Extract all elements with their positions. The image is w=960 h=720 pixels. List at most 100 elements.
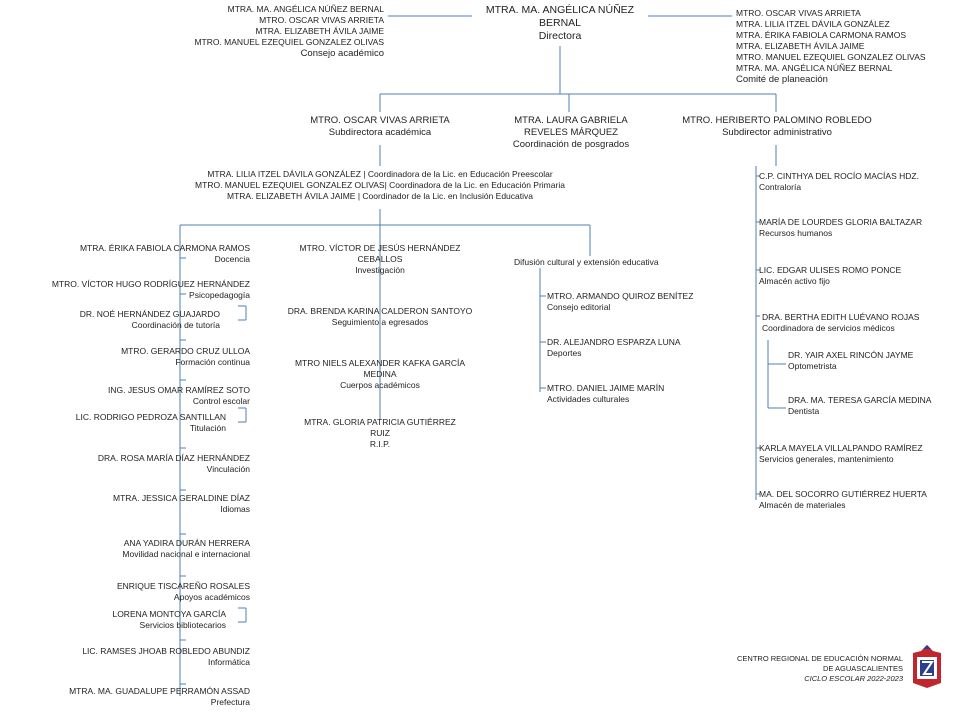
difusion-item-role: Consejo editorial: [547, 302, 611, 312]
left-item-name: MTRO. GERARDO CRUZ ULLOA: [121, 346, 250, 356]
consejo-member-3: MTRA. ELIZABETH ÁVILA JAIME: [255, 26, 384, 36]
left-item-role: Coordinación de tutoría: [131, 320, 220, 330]
admin-item-role: Recursos humanos: [759, 228, 833, 238]
admin-item-role: Optometrista: [788, 361, 837, 371]
left-item-name: DRA. ROSA MARÍA DÍAZ HERNÁNDEZ: [97, 453, 250, 463]
difusion-title: Difusión cultural y extensión educativa: [514, 257, 659, 267]
subacad-title: Subdirectora académica: [328, 127, 432, 138]
left-item: MTRA. JESSICA GERALDINE DÍAZ Idiomas: [30, 493, 250, 515]
comite-title: Comité de planeación: [736, 74, 828, 85]
mid-item-role: R.I.P.: [369, 439, 391, 449]
left-item: ENRIQUE TISCAREÑO ROSALES Apoyos académi…: [30, 581, 250, 603]
admin-item: MA. DEL SOCORRO GUTIÉRREZ HUERTA Almacén…: [759, 489, 954, 511]
mid-item-name: MTRO. VÍCTOR DE JESÚS HERNÁNDEZ: [299, 243, 461, 253]
coordinadora-inclusion: MTRA. ELIZABETH ÁVILA JAIME | Coordinado…: [227, 191, 533, 201]
mid-item-name-cont: MEDINA: [363, 369, 397, 379]
left-item-name: LIC. RAMSES JHOAB ROBLEDO ABUNDIZ: [82, 646, 250, 656]
admin-item-name: C.P. CINTHYA DEL ROCÍO MACÍAS HDZ.: [759, 171, 919, 181]
left-item-role: Apoyos académicos: [173, 592, 250, 602]
admin-item-role: Contraloría: [759, 182, 802, 192]
left-item-role: Formación continua: [175, 357, 250, 367]
comite-member-1: MTRO. OSCAR VIVAS ARRIETA: [736, 8, 861, 18]
left-item-role: Movilidad nacional e internacional: [122, 549, 250, 559]
mid-item-name-cont: RUIZ: [370, 428, 390, 438]
admin-item: DRA. MA. TERESA GARCÍA MEDINA Dentista: [788, 395, 953, 417]
left-item-role: Idiomas: [220, 504, 250, 514]
left-item-role: Psicopedagogía: [189, 290, 250, 300]
admin-item: LIC. EDGAR ULISES ROMO PONCE Almacén act…: [759, 265, 949, 287]
mid-item-role: Cuerpos académicos: [340, 380, 420, 390]
comite-member-2: MTRA. LILIA ITZEL DÁVILA GONZÁLEZ: [736, 19, 890, 29]
footer-line-2: DE AGUASCALIENTES: [822, 664, 903, 673]
left-item: LORENA MONTOYA GARCÍA Servicios bibliote…: [30, 609, 226, 631]
footer-school-year: CICLO ESCOLAR 2022-2023: [804, 674, 903, 683]
admin-item: DR. YAIR AXEL RINCÓN JAYME Optometrista: [788, 350, 953, 372]
difusion-item: DR. ALEJANDRO ESPARZA LUNA Deportes: [547, 337, 727, 359]
left-item-name: ANA YADIRA DURÁN HERRERA: [123, 538, 250, 548]
left-item-name: MTRO. VÍCTOR HUGO RODRÍGUEZ HERNÁNDEZ: [51, 279, 250, 289]
difusion-item-name: DR. ALEJANDRO ESPARZA LUNA: [547, 337, 681, 347]
left-item-role: Docencia: [214, 254, 250, 264]
coordinadora-preescolar: MTRA. LILIA ITZEL DÁVILA GONZÁLEZ | Coor…: [207, 169, 553, 179]
admin-item-role: Coordinadora de servicios médicos: [762, 323, 895, 333]
left-item: ING. JESUS OMAR RAMÍREZ SOTO Control esc…: [30, 385, 250, 407]
left-item-role: Servicios bibliotecarios: [139, 620, 226, 630]
director-name-1: MTRA. MA. ANGÉLICA NÚÑEZ: [485, 4, 635, 16]
mid-item-name: DRA. BRENDA KARINA CALDERON SANTOYO: [287, 306, 473, 316]
posgrados-title: Coordinación de posgrados: [512, 139, 630, 150]
left-item-role: Prefectura: [210, 697, 250, 707]
difusion-item-name: MTRO. DANIEL JAIME MARÍN: [547, 383, 665, 393]
mid-item-name-cont: CEBALLOS: [357, 254, 403, 264]
subacad-name: MTRO. OSCAR VIVAS ARRIETA: [310, 115, 450, 126]
posgrados-name-2: REVELES MÁRQUEZ: [524, 127, 618, 138]
difusion-item-role: Deportes: [547, 348, 582, 358]
left-item-name: MTRA. MA. GUADALUPE PERRAMÓN ASSAD: [69, 686, 250, 696]
left-item: LIC. RODRIGO PEDROZA SANTILLAN Titulació…: [30, 412, 226, 434]
left-item: LIC. RAMSES JHOAB ROBLEDO ABUNDIZ Inform…: [30, 646, 250, 668]
institution-shield-icon: [913, 645, 941, 688]
left-item-role: Control escolar: [192, 396, 250, 406]
comite-member-3: MTRA. ÉRIKA FABIOLA CARMONA RAMOS: [736, 30, 907, 40]
admin-item: DRA. BERTHA EDITH LUÉVANO ROJAS Coordina…: [762, 312, 952, 334]
left-item: DR. NOÉ HERNÁNDEZ GUAJARDO Coordinación …: [30, 309, 220, 331]
left-item-name: LIC. RODRIGO PEDROZA SANTILLAN: [75, 412, 226, 422]
posgrados-name-1: MTRA. LAURA GABRIELA: [514, 115, 628, 126]
consejo-title: Consejo académico: [300, 48, 384, 59]
difusion-item: MTRO. DANIEL JAIME MARÍN Actividades cul…: [547, 383, 727, 405]
admin-item: C.P. CINTHYA DEL ROCÍO MACÍAS HDZ. Contr…: [759, 171, 949, 193]
comite-member-6: MTRA. MA. ANGÉLICA NÚÑEZ BERNAL: [736, 63, 893, 73]
comite-member-4: MTRA. ELIZABETH ÁVILA JAIME: [736, 41, 865, 51]
left-item-name: ING. JESUS OMAR RAMÍREZ SOTO: [108, 385, 250, 395]
admin-item-name: LIC. EDGAR ULISES ROMO PONCE: [759, 265, 902, 275]
subdireccion-administrativa-node: MTRO. HERIBERTO PALOMINO ROBLEDO Subdire…: [670, 115, 884, 139]
left-item-role: Titulación: [189, 423, 226, 433]
admin-item-name: DRA. MA. TERESA GARCÍA MEDINA: [788, 395, 932, 405]
admin-item: MARÍA DE LOURDES GLORIA BALTAZAR Recurso…: [759, 217, 949, 239]
footer-line-1: CENTRO REGIONAL DE EDUCACIÓN NORMAL: [737, 654, 903, 663]
mid-item-role: Seguimiento a egresados: [331, 317, 429, 327]
admin-item-role: Servicios generales, mantenimiento: [759, 454, 894, 464]
subadmin-name: MTRO. HERIBERTO PALOMINO ROBLEDO: [682, 115, 872, 126]
left-item-name: DR. NOÉ HERNÁNDEZ GUAJARDO: [79, 309, 220, 319]
left-item: ANA YADIRA DURÁN HERRERA Movilidad nacio…: [30, 538, 250, 560]
director-title: Directora: [538, 30, 582, 42]
admin-item-name: MARÍA DE LOURDES GLORIA BALTAZAR: [759, 217, 923, 227]
consejo-member-4: MTRO. MANUEL EZEQUIEL GONZALEZ OLIVAS: [194, 37, 384, 47]
left-item: MTRO. VÍCTOR HUGO RODRÍGUEZ HERNÁNDEZ Ps…: [30, 279, 250, 301]
admin-item-name: DRA. BERTHA EDITH LUÉVANO ROJAS: [762, 312, 920, 322]
left-item-name: MTRA. ÉRIKA FABIOLA CARMONA RAMOS: [79, 243, 250, 253]
coordinacion-posgrados-node: MTRA. LAURA GABRIELA REVELES MÁRQUEZ Coo…: [490, 115, 652, 151]
left-item-name: LORENA MONTOYA GARCÍA: [112, 609, 226, 619]
left-item: MTRA. ÉRIKA FABIOLA CARMONA RAMOS Docenc…: [30, 243, 250, 265]
admin-item-role: Almacén de materiales: [759, 500, 846, 510]
consejo-member-1: MTRA. MA. ANGÉLICA NÚÑEZ BERNAL: [227, 4, 384, 14]
left-item: MTRO. GERARDO CRUZ ULLOA Formación conti…: [30, 346, 250, 368]
director-name-2: BERNAL: [538, 17, 581, 29]
mid-item: MTRO. VÍCTOR DE JESÚS HERNÁNDEZ CEBALLOS…: [280, 243, 480, 276]
consejo-member-2: MTRO. OSCAR VIVAS ARRIETA: [259, 15, 384, 25]
admin-item-name: KARLA MAYELA VILLALPANDO RAMÍREZ: [759, 443, 923, 453]
difusion-item-name: MTRO. ARMANDO QUIROZ BENÍTEZ: [547, 291, 694, 301]
left-item-role: Vinculación: [206, 464, 250, 474]
subdireccion-academica-node: MTRO. OSCAR VIVAS ARRIETA Subdirectora a…: [280, 115, 480, 139]
director-node: MTRA. MA. ANGÉLICA NÚÑEZ BERNAL Director…: [472, 4, 648, 43]
